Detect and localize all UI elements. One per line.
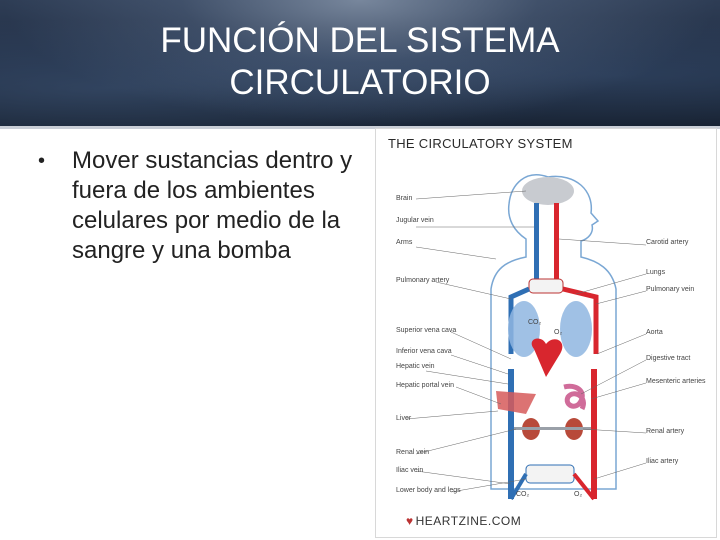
label-hepatic-portal-vein: Hepatic portal vein	[396, 382, 454, 389]
bullet-symbol: •	[36, 146, 72, 176]
label-o2-top: O₂	[554, 329, 562, 336]
label-carotid-artery: Carotid artery	[646, 239, 688, 246]
brand-logo: ♥HEARTZINE.COM	[406, 514, 521, 528]
label-iliac-artery: Iliac artery	[646, 458, 678, 465]
label-pulmonary-vein: Pulmonary vein	[646, 286, 694, 293]
label-digestive-tract: Digestive tract	[646, 355, 690, 362]
heart-icon: ♥	[406, 514, 414, 528]
title-banner: FUNCIÓN DEL SISTEMA CIRCULATORIO	[0, 0, 720, 129]
label-inferior-vena-cava: Inferior vena cava	[396, 348, 452, 355]
label-jugular-vein: Jugular vein	[396, 217, 434, 224]
label-co2-bottom: CO₂	[516, 491, 529, 498]
label-pulmonary-artery: Pulmonary artery	[396, 277, 449, 284]
lower-body-capillaries	[526, 465, 574, 483]
figure-title: THE CIRCULATORY SYSTEM	[388, 136, 573, 151]
brain	[522, 177, 574, 205]
heart	[532, 339, 563, 377]
slide-title-line2: CIRCULATORIO	[0, 62, 720, 104]
label-iliac-vein: Iliac vein	[396, 467, 423, 474]
slide-title: FUNCIÓN DEL SISTEMA CIRCULATORIO	[0, 20, 720, 104]
label-lower-body-legs: Lower body and legs	[396, 487, 461, 494]
label-lungs: Lungs	[646, 269, 665, 276]
brand-text: HEARTZINE.COM	[416, 514, 522, 528]
lung-capillaries	[529, 279, 563, 293]
bullet-item: • Mover sustancias dentro y fuera de los…	[36, 146, 366, 266]
bullet-list: • Mover sustancias dentro y fuera de los…	[36, 146, 366, 266]
digestive-tract	[564, 386, 583, 409]
circulatory-system-figure: THE CIRCULATORY SYSTEM Brain Jugular vei…	[375, 128, 717, 538]
slide-title-line1: FUNCIÓN DEL SISTEMA	[0, 20, 720, 62]
label-superior-vena-cava: Superior vena cava	[396, 327, 456, 334]
label-hepatic-vein: Hepatic vein	[396, 363, 435, 370]
vena-cava	[508, 369, 514, 499]
label-co2-top: CO₂	[528, 319, 541, 326]
lung-right	[560, 301, 592, 357]
renal-connector	[514, 427, 591, 430]
label-arms: Arms	[396, 239, 412, 246]
label-brain: Brain	[396, 195, 412, 202]
liver	[496, 391, 536, 414]
label-renal-artery: Renal artery	[646, 428, 684, 435]
label-aorta: Aorta	[646, 329, 663, 336]
label-mesenteric-arteries: Mesenteric arteries	[646, 378, 706, 385]
label-renal-vein: Renal vein	[396, 449, 429, 456]
label-o2-bottom: O₂	[574, 491, 582, 498]
bullet-text: Mover sustancias dentro y fuera de los a…	[72, 146, 362, 266]
label-liver: Liver	[396, 415, 411, 422]
